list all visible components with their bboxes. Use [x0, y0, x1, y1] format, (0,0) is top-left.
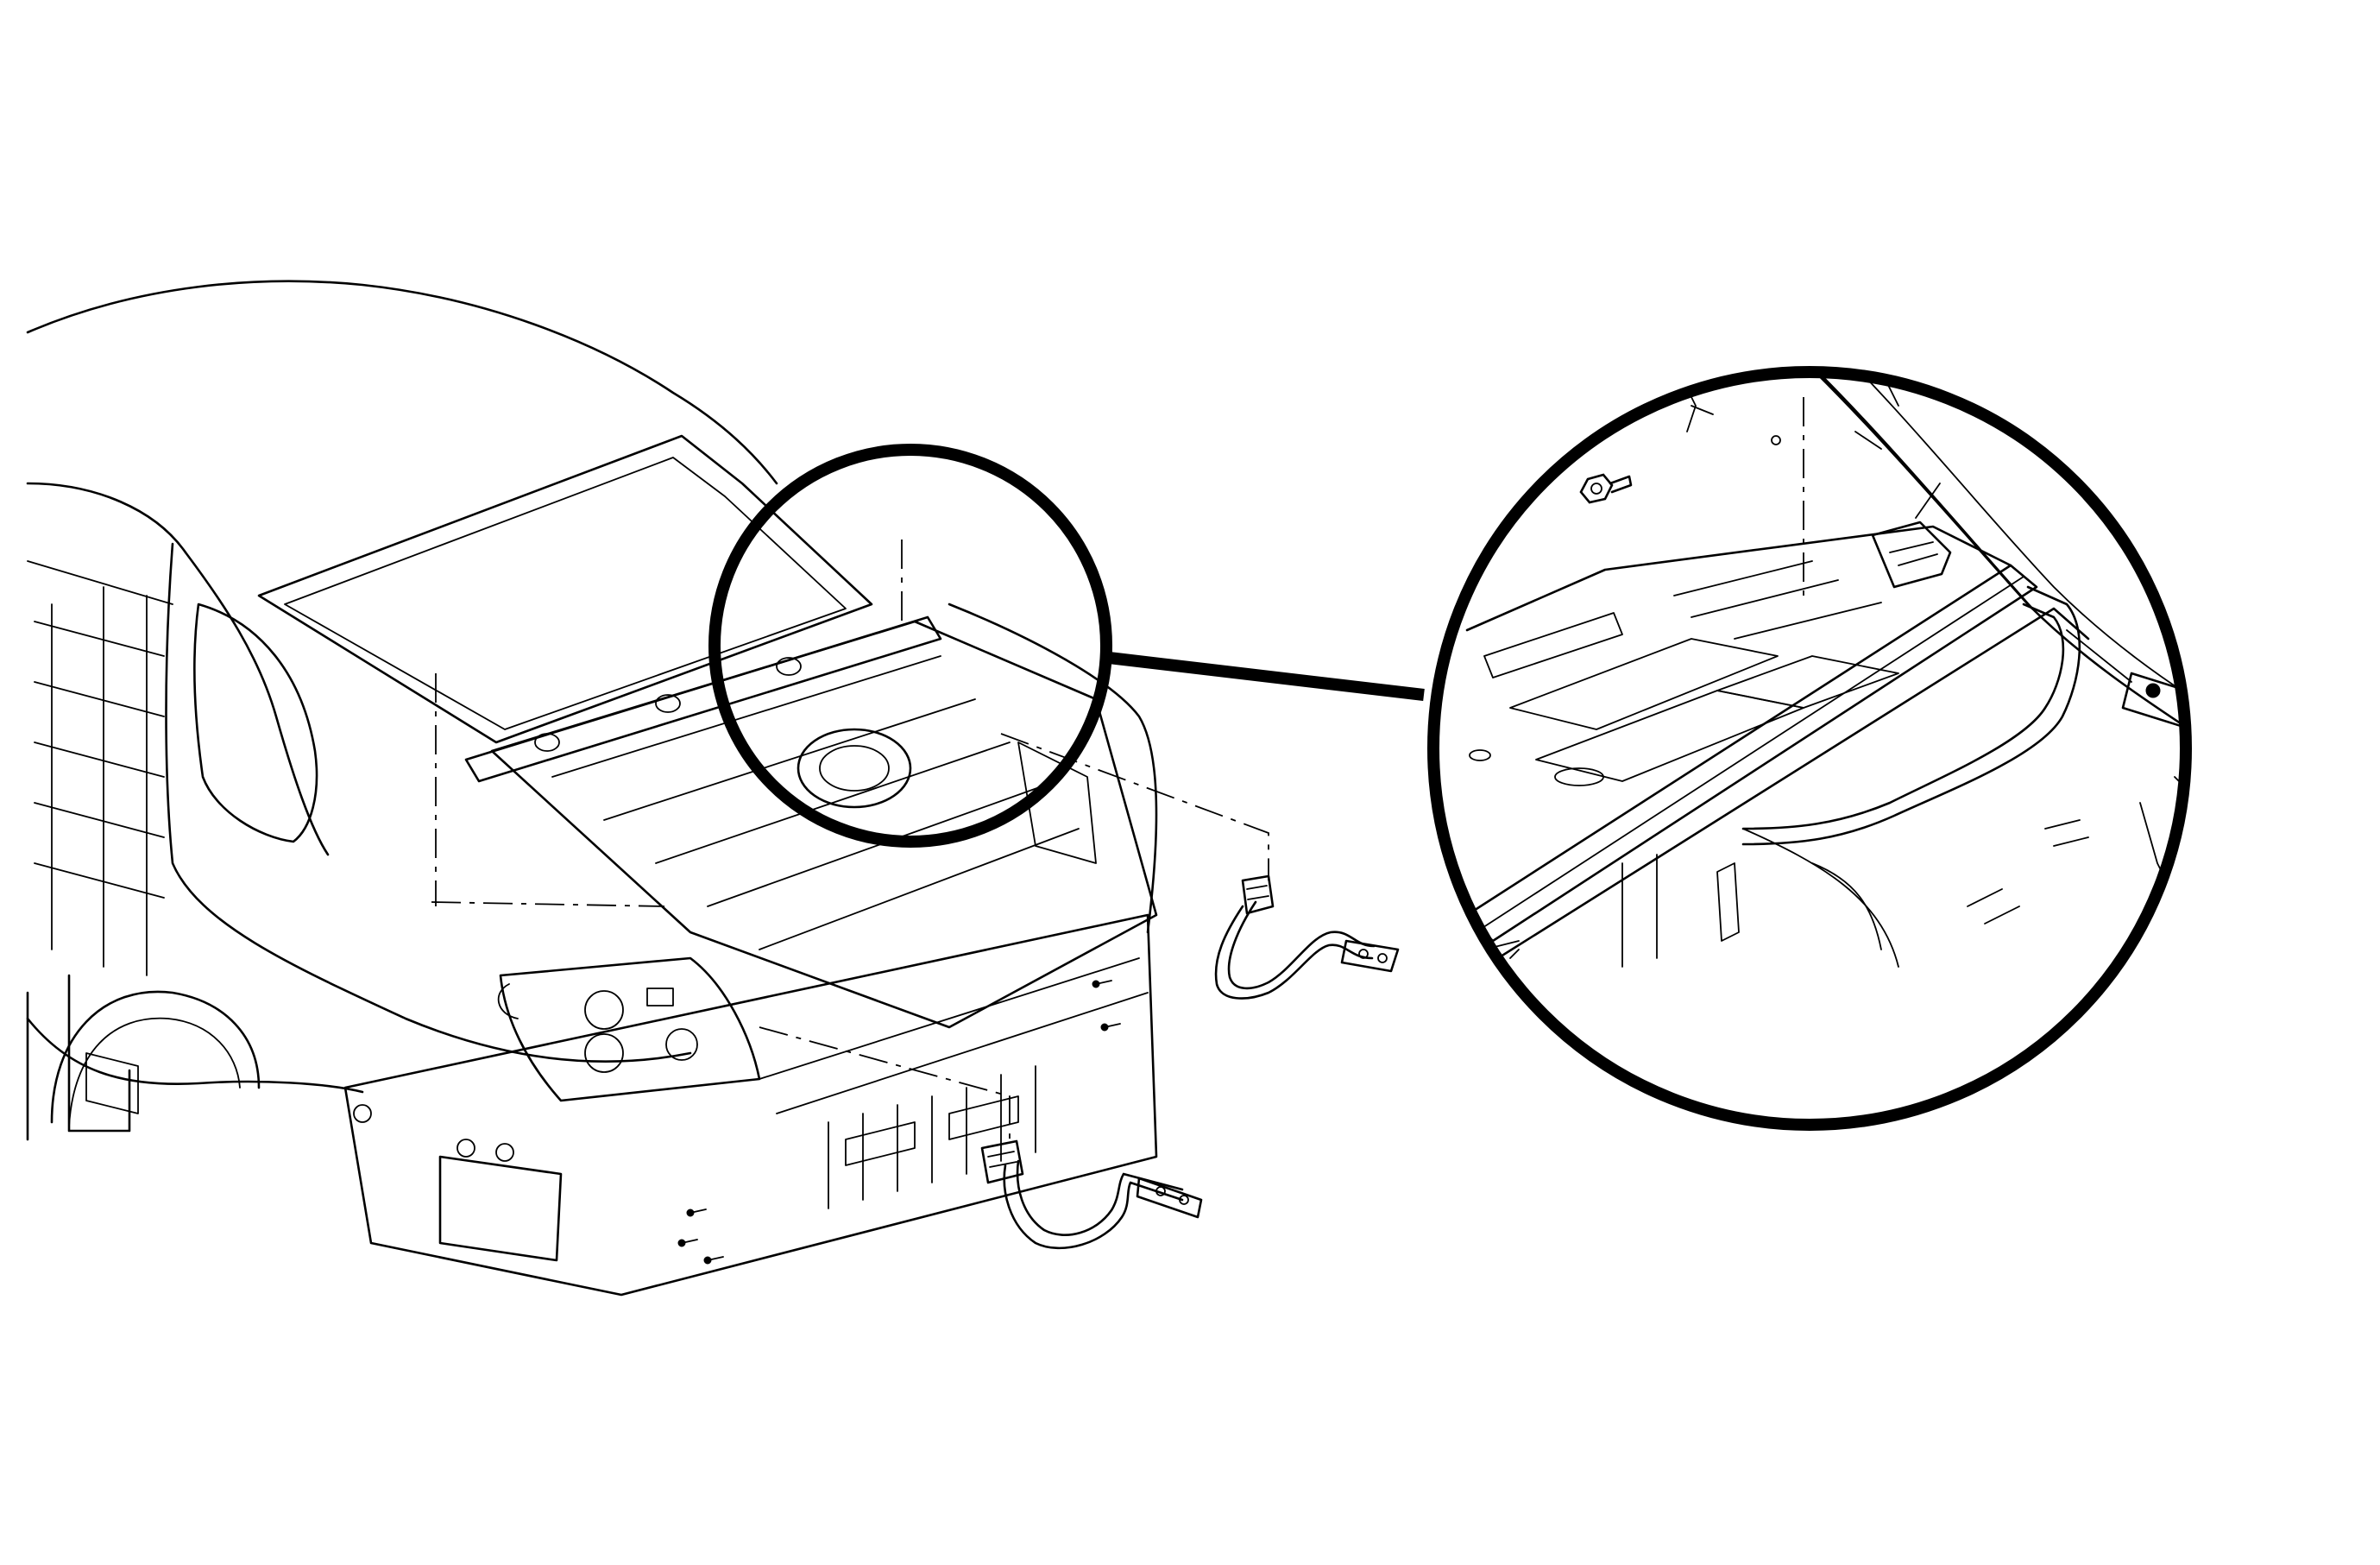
roof-inner-edge: [26, 482, 187, 554]
quarter-panel: [165, 542, 692, 1063]
detail-bracket-hole-2: [2232, 723, 2246, 736]
trunk-floor-ribs: [551, 655, 1080, 950]
detail-torsion-bar: [1741, 603, 2065, 830]
detail-bolt: [1579, 473, 1633, 504]
centerline-5: [759, 1026, 1011, 1139]
left-rear-rail: [26, 974, 131, 1141]
rear-panel-hole-1: [456, 1139, 475, 1158]
torsion-bar-bolt-hole: [1358, 949, 1369, 959]
wheel-arch-inner: [68, 1017, 241, 1127]
detail-shelf-rail-edge: [1475, 576, 2024, 933]
rear-panel-studs: [677, 980, 1121, 1265]
detail-floor-stamping-2: [1509, 638, 1779, 730]
detail-spare-well: [1742, 828, 1899, 968]
callout-leader-line: [1108, 652, 1425, 701]
quarter-window: [193, 603, 318, 843]
body-side-lower: [26, 1017, 364, 1094]
rear-end-panel: [343, 913, 1158, 1297]
taillamp-housing: [499, 956, 761, 1102]
detail-torsion-bar-bracket: [2121, 672, 2186, 753]
detail-quarter-edge-2: [1816, 372, 2186, 709]
rear-panel-hole-3: [353, 1104, 372, 1123]
left-rear-bracket: [85, 1052, 139, 1114]
rear-panel-slots: [845, 1095, 1019, 1166]
detail-shelf-rail-top: [1465, 525, 2012, 632]
rear-window-opening: [257, 434, 873, 744]
detail-floor-stamping-4: [1716, 655, 1899, 709]
right-quarter: [948, 603, 1158, 934]
detail-hinge-details: [1889, 483, 1941, 566]
detail-callout-circle: [708, 444, 1112, 848]
c-pillar: [184, 551, 330, 856]
detail-view-circle: [1427, 366, 2192, 1131]
rear-shelf: [464, 615, 942, 783]
detail-shelf-rail-lower: [1483, 607, 2090, 969]
detail-drain-hole: [1554, 767, 1604, 786]
rear-panel-hole-2: [495, 1143, 514, 1162]
wheel-arch: [50, 990, 261, 1124]
taillamp-outline-left: [497, 983, 519, 1019]
taillamp-bulb-3: [665, 1028, 698, 1061]
interior-panel-1: [27, 560, 173, 899]
taillamp-connector: [646, 988, 674, 1007]
trunk-lid-torsion-bar-right: [1214, 874, 1400, 1000]
taillamp-bulb-1: [584, 990, 624, 1030]
trunk-lid-torsion-bar-left: [980, 1139, 1203, 1250]
rear-panel-stiffeners: [828, 1065, 1036, 1209]
centerline-4: [1000, 733, 1269, 880]
vehicle-body: [26, 280, 1269, 1297]
spare-tire-inner: [819, 745, 890, 792]
rear-end-panel-lip: [759, 957, 1149, 1114]
detail-bracket-hole-1: [2145, 683, 2161, 698]
detail-floor-stamping-1: [1483, 612, 1623, 678]
roof-outline: [26, 280, 778, 485]
rear-window-inner: [284, 457, 847, 730]
rear-shelf-holes: [534, 657, 802, 752]
spare-tire-well: [796, 728, 912, 809]
centerline-3: [431, 901, 665, 907]
interior-panel-2: [51, 586, 148, 976]
detail-lower-slots: [1716, 862, 2020, 942]
taillamp-bulb-2: [584, 1033, 624, 1073]
detail-view-magnified: [1465, 372, 2246, 969]
detail-floor-ribs: [1673, 560, 1882, 640]
license-plate-recess: [438, 1155, 563, 1262]
detail-hinge-bracket: [1871, 521, 1952, 589]
